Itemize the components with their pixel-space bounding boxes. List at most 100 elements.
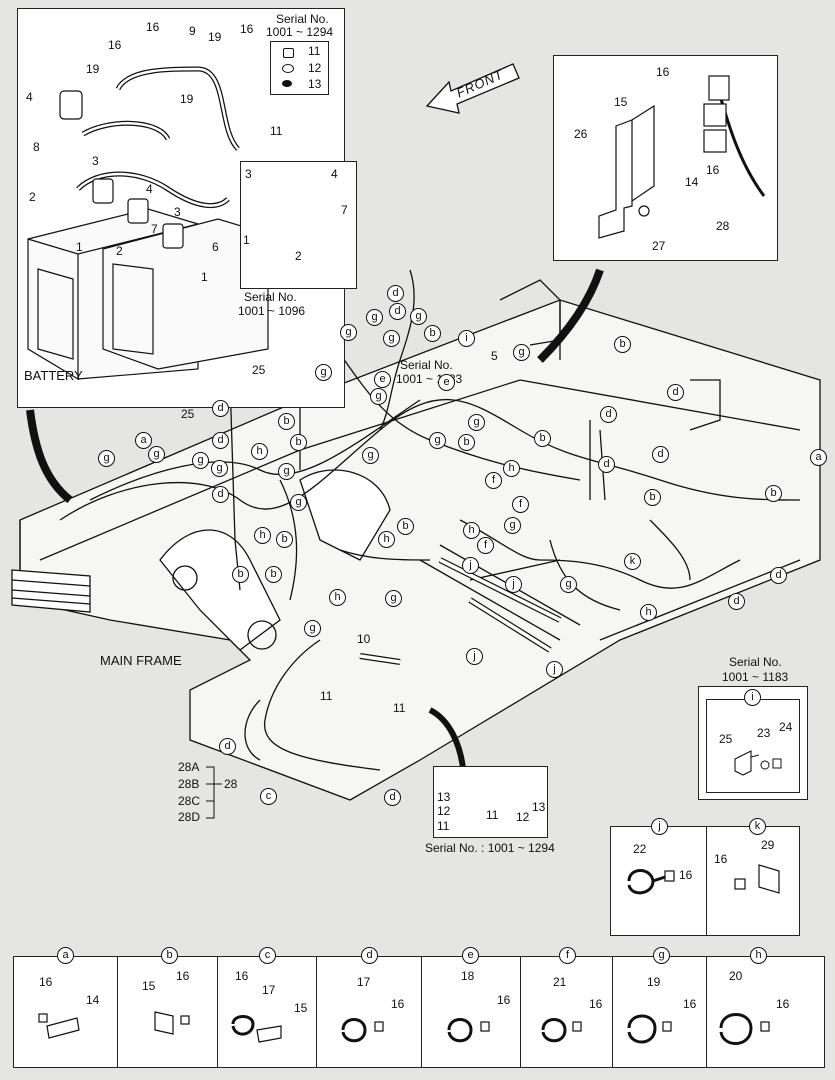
callout-h: h: [463, 522, 480, 539]
harness-part: 28: [224, 777, 238, 791]
detail-jk-drawing: [627, 864, 780, 895]
callout-g: g: [366, 309, 383, 326]
detail-jk-panel: j k 22 16 29 16: [610, 818, 800, 936]
callout-d: d: [212, 486, 229, 503]
callout-c: c: [260, 788, 277, 805]
callout-b: b: [644, 489, 661, 506]
callout-d: d: [212, 432, 229, 449]
main-frame-serial-label: Serial No.: [400, 358, 453, 372]
callout-j: j: [505, 576, 522, 593]
part-number: 4: [146, 182, 153, 196]
part-number: 11: [320, 689, 333, 703]
callout-h: h: [640, 604, 657, 621]
washer-icon: [282, 80, 292, 87]
callout-d: d: [212, 400, 229, 417]
part-number: 1: [76, 240, 83, 254]
callout-g: g: [385, 590, 402, 607]
clamp-legend-panel: [13, 956, 825, 1068]
detail-i-panel: i 25 23 24: [698, 686, 808, 800]
battery-inset-serial-label: Serial No.: [244, 290, 297, 304]
callout-g: g: [410, 308, 427, 325]
part-number: 12: [308, 61, 322, 75]
legend-a-tag: a: [57, 947, 74, 964]
washer-icon: [282, 64, 294, 73]
callout-j: j: [546, 661, 563, 678]
legend-divider: [117, 956, 119, 1068]
callout-b: b: [276, 531, 293, 548]
part-number: 14: [685, 175, 699, 189]
part-number: 24: [779, 720, 793, 734]
detail-i-tag: i: [744, 689, 761, 706]
part-number: 16: [656, 65, 670, 79]
part-number: 10: [357, 632, 371, 646]
callout-f: f: [512, 496, 529, 513]
detail-k-tag: k: [749, 818, 766, 835]
callout-i: i: [458, 330, 475, 347]
part-number: 13: [532, 800, 546, 814]
part-number: 12: [437, 804, 451, 818]
part-number: 26: [574, 127, 588, 141]
callout-b: b: [534, 430, 551, 447]
part-number: 21: [553, 975, 567, 989]
callout-d: d: [384, 789, 401, 806]
part-number: 11: [308, 44, 321, 58]
callout-b: b: [232, 566, 249, 583]
part-number: 2: [29, 190, 36, 204]
pipe-detail-panel: 13 12 11 11 12 13: [433, 766, 548, 838]
part-number: 19: [647, 975, 661, 989]
part-number: 3: [92, 154, 99, 168]
detail-i-bracket: [734, 750, 782, 776]
callout-g: g: [383, 330, 400, 347]
legend-clamps-drawing: [38, 1011, 770, 1045]
part-number: 11: [393, 701, 406, 715]
callout-j: j: [462, 557, 479, 574]
part-number: 11: [270, 124, 283, 138]
battery-inset-serial-range: 1001 ~ 1096: [238, 304, 306, 318]
callout-g: g: [304, 620, 321, 637]
part-number: 19: [180, 92, 194, 106]
detail-i-serial-label: Serial No.: [729, 655, 782, 669]
callout-d: d: [219, 738, 236, 755]
part-number: 13: [308, 77, 322, 91]
harness-part: 28D: [178, 810, 201, 824]
clamp-legend: a b c d e f g h 16 14 15 16 16 17 15 17 …: [13, 947, 825, 1068]
callout-d: d: [770, 567, 787, 584]
legend-divider: [612, 956, 614, 1068]
part-number: 6: [212, 240, 219, 254]
callout-h: h: [254, 527, 271, 544]
battery-drawing: [27, 66, 269, 380]
part-number: 12: [516, 810, 530, 824]
part-number: 16: [683, 997, 697, 1011]
callout-h: h: [503, 460, 520, 477]
callout-g: g: [513, 344, 530, 361]
legend-divider: [217, 956, 219, 1068]
legend-c-tag: c: [259, 947, 276, 964]
legend-f-tag: f: [559, 947, 576, 964]
part-number: 16: [146, 20, 160, 34]
harness-part: 28A: [178, 760, 200, 774]
part-number: 27: [652, 239, 666, 253]
callout-g: g: [148, 446, 165, 463]
legend-h-tag: h: [750, 947, 767, 964]
callout-h: h: [378, 531, 395, 548]
callout-g: g: [504, 517, 521, 534]
part-number: 4: [26, 90, 33, 104]
battery-serial-range: 1001 ~ 1294: [266, 25, 334, 39]
part-number: 1: [201, 270, 208, 284]
callout-d: d: [600, 406, 617, 423]
part-number: 5: [491, 349, 498, 363]
part-number: 16: [776, 997, 790, 1011]
legend-d-tag: d: [361, 947, 378, 964]
part-number: 7: [151, 222, 158, 236]
part-number: 16: [391, 997, 405, 1011]
battery-serial-label: Serial No.: [276, 12, 329, 26]
part-number: 19: [86, 62, 100, 76]
part-number: 16: [589, 997, 603, 1011]
part-number: 25: [252, 363, 266, 377]
callout-d: d: [667, 384, 684, 401]
main-frame-title: MAIN FRAME: [100, 653, 182, 668]
callout-g: g: [468, 414, 485, 431]
detail-divider: [706, 827, 708, 935]
front-direction-arrow: FRONT: [425, 58, 525, 114]
